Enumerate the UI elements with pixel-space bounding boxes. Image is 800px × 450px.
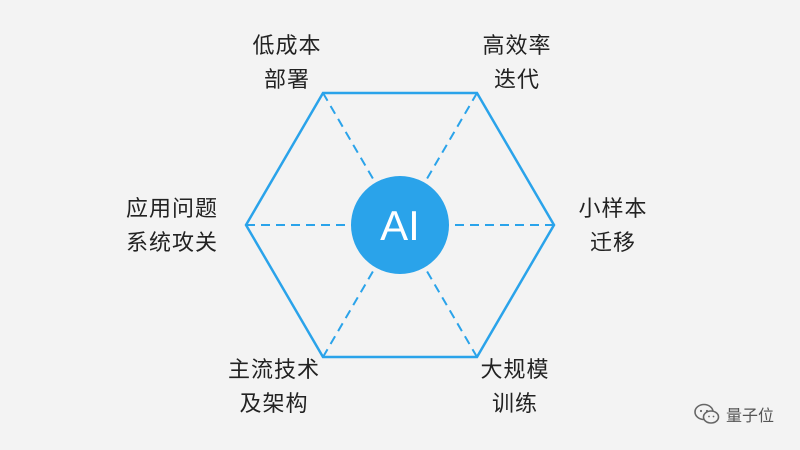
node-line: 部署 xyxy=(263,68,310,93)
node-line: 及架构 xyxy=(239,392,309,417)
center-circle xyxy=(351,176,449,274)
node-line: 迭代 xyxy=(493,68,540,93)
node-line: 迁移 xyxy=(589,231,636,256)
node-line: 训练 xyxy=(491,392,538,417)
watermark: 量子位 xyxy=(694,402,774,426)
node-label-top-right: 高效率 迭代 xyxy=(462,30,572,98)
node-label-left: 应用问题 系统攻关 xyxy=(110,193,234,261)
node-label-bottom-right: 大规模 训练 xyxy=(460,354,570,422)
node-line: 小样本 xyxy=(578,197,648,222)
wechat-icon xyxy=(694,403,720,424)
center-label: AI xyxy=(380,202,420,249)
node-label-top-left: 低成本 部署 xyxy=(232,30,342,98)
node-label-bottom-left: 主流技术 及架构 xyxy=(212,354,336,422)
node-line: 应用问题 xyxy=(125,197,218,222)
node-line: 大规模 xyxy=(480,358,550,383)
node-line: 高效率 xyxy=(482,34,552,59)
node-line: 低成本 xyxy=(252,34,322,59)
node-line: 主流技术 xyxy=(227,358,320,383)
node-line: 系统攻关 xyxy=(125,231,218,256)
watermark-text: 量子位 xyxy=(725,406,774,425)
node-label-right: 小样本 迁移 xyxy=(558,193,668,261)
